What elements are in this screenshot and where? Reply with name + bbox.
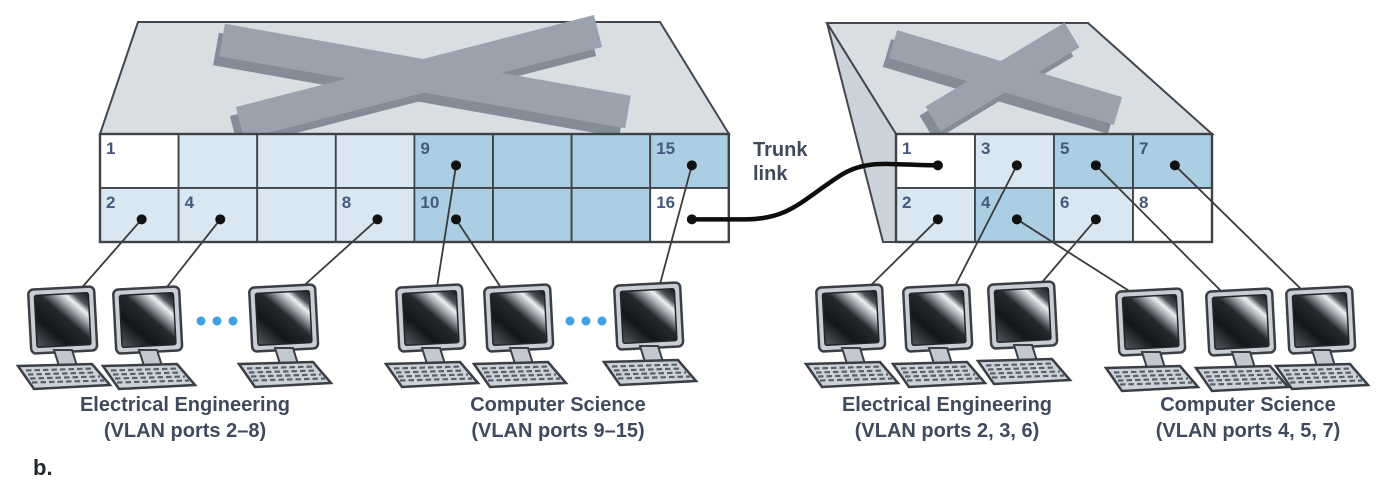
port-cell-left — [177, 133, 259, 189]
port-dot-left-4 — [215, 214, 226, 225]
port-cell-left — [492, 187, 573, 243]
group-title: Electrical Engineering — [841, 394, 1053, 416]
switch-x-icon — [925, 22, 1080, 132]
port-dot-left-15 — [686, 160, 697, 171]
ellipsis-dot — [565, 316, 575, 326]
group-label-ee-right: Electrical Engineering (VLAN ports 2, 3,… — [787, 392, 1107, 444]
trunk-link-label: Trunk link — [753, 139, 808, 185]
ellipsis-dot — [196, 316, 206, 326]
port-number-left-2: 2 — [106, 193, 115, 212]
port-number-right-6: 6 — [1060, 193, 1069, 212]
port-number-left-16: 16 — [656, 193, 675, 212]
port-number-right-3: 3 — [981, 139, 990, 158]
link-line-left-port-9 — [435, 165, 457, 291]
port-cell-left — [334, 133, 416, 189]
trunk-link-cable — [689, 161, 941, 222]
port-number-right-7: 7 — [1139, 139, 1148, 158]
left-switch: 1 9 15 2 4 8 10 16 — [98, 15, 731, 244]
port-dot-right-7 — [1169, 160, 1180, 171]
port-cell-left — [256, 187, 337, 243]
link-line-left-port-4 — [162, 218, 221, 293]
group-subtitle: (VLAN ports 2, 3, 6) — [854, 420, 1040, 442]
ellipsis-dot — [228, 316, 238, 326]
port-dot-left-9 — [451, 160, 462, 171]
port-dot-left-16 — [686, 214, 697, 225]
ellipsis-dot — [212, 316, 222, 326]
group-subtitle: (VLAN ports 2–8) — [103, 420, 267, 442]
link-line-right-port-3 — [952, 164, 1018, 291]
group-subtitle: (VLAN ports 4, 5, 7) — [1155, 420, 1341, 442]
group-subtitle: (VLAN ports 9–15) — [471, 420, 645, 442]
computer-7 — [891, 283, 987, 389]
port-number-left-1: 1 — [106, 139, 115, 158]
computer-2 — [237, 283, 333, 389]
link-line-left-port-2 — [77, 218, 143, 293]
port-dot-left-2 — [136, 214, 147, 225]
port-dot-right-4 — [1011, 214, 1022, 225]
group-title: Computer Science — [1160, 394, 1336, 416]
port-dot-right-3 — [1011, 160, 1022, 171]
port-number-left-9: 9 — [420, 139, 429, 158]
computer-6 — [804, 283, 900, 389]
port-dot-right-6 — [1090, 214, 1101, 225]
port-cell-left — [570, 133, 652, 189]
link-line-right-port-5 — [1095, 164, 1225, 295]
computer-9 — [1104, 287, 1200, 393]
group-label-ee-left: Electrical Engineering (VLAN ports 2–8) — [25, 392, 345, 444]
link-line-right-port-4 — [1016, 218, 1135, 295]
port-number-right-8: 8 — [1139, 193, 1148, 212]
port-number-right-1: 1 — [902, 139, 911, 158]
port-number-right-4: 4 — [981, 193, 991, 212]
link-line-right-port-2 — [865, 218, 939, 291]
group-title: Electrical Engineering — [79, 394, 291, 416]
computer-0 — [16, 285, 112, 391]
port-number-left-4: 4 — [185, 193, 195, 212]
port-number-left-8: 8 — [342, 193, 351, 212]
link-line-right-port-7 — [1174, 164, 1305, 293]
port-cell-left — [570, 187, 652, 243]
group-label-cs-left: Computer Science (VLAN ports 9–15) — [398, 392, 718, 444]
ellipsis-dot — [581, 316, 591, 326]
link-line-left-port-15 — [658, 165, 693, 289]
computer-4 — [472, 283, 568, 389]
computer-11 — [1274, 285, 1370, 391]
switch-x-icon — [235, 15, 603, 139]
port-number-left-10: 10 — [420, 193, 439, 212]
computer-8 — [976, 280, 1072, 386]
group-label-cs-right: Computer Science (VLAN ports 4, 5, 7) — [1088, 392, 1396, 444]
link-line-right-port-6 — [1037, 218, 1097, 288]
figure-part-label: b. — [33, 455, 53, 480]
port-number-right-2: 2 — [902, 193, 911, 212]
computer-3 — [384, 283, 480, 389]
port-dot-left-8 — [372, 214, 383, 225]
port-cell-left — [492, 133, 573, 189]
port-dot-right-1 — [932, 160, 943, 171]
port-dot-right-5 — [1090, 160, 1101, 171]
ellipsis-dot — [597, 316, 607, 326]
link-line-left-port-10 — [455, 218, 504, 291]
right-switch: 1 3 5 7 2 4 6 8 — [825, 22, 1215, 244]
computer-1 — [101, 285, 197, 391]
link-line-left-port-8 — [298, 218, 379, 291]
port-number-right-5: 5 — [1060, 139, 1069, 158]
port-dot-left-10 — [451, 214, 462, 225]
group-title: Computer Science — [470, 394, 646, 416]
port-dot-right-2 — [932, 214, 943, 225]
port-cell-left — [256, 133, 337, 189]
computer-5 — [602, 281, 698, 387]
port-grid-border — [98, 132, 730, 244]
port-number-left-15: 15 — [656, 139, 675, 158]
computer-10 — [1194, 287, 1290, 393]
